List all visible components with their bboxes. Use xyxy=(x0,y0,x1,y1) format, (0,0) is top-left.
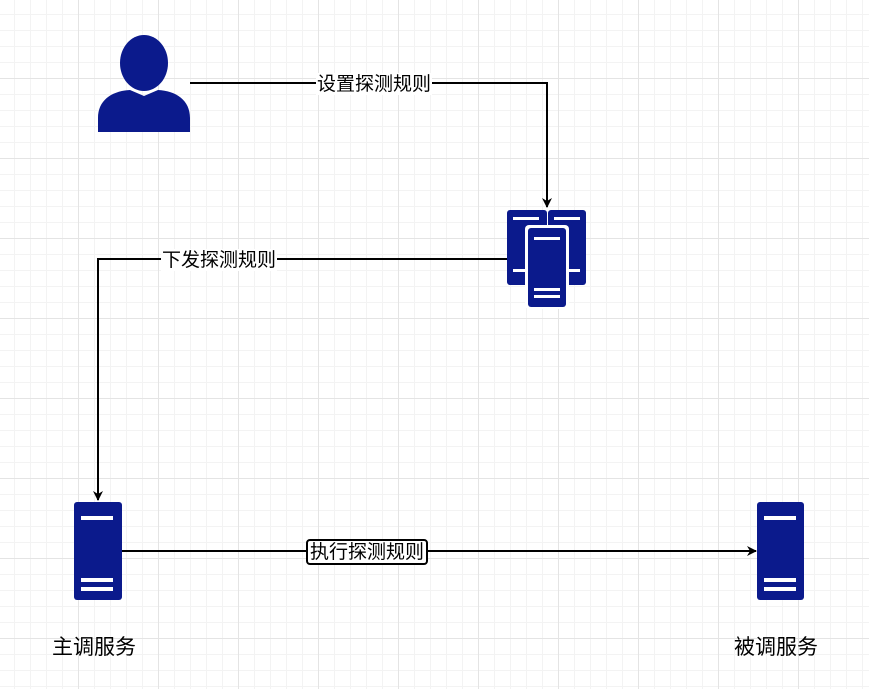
user-icon xyxy=(98,35,190,132)
edge-set-rules xyxy=(190,82,552,208)
edge-label-set-rules: 设置探测规则 xyxy=(316,73,433,95)
server-cluster-icon xyxy=(507,210,586,309)
caller-service-label: 主调服务 xyxy=(52,635,136,659)
edge-dispatch-rules xyxy=(93,258,507,501)
edge-label-dispatch-rules: 下发探测规则 xyxy=(161,249,278,271)
edge-label-execute-rules: 执行探测规则 xyxy=(306,539,429,565)
callee-service-label: 被调服务 xyxy=(734,635,818,659)
caller-service-server-icon xyxy=(74,502,122,600)
callee-service-server-icon xyxy=(757,502,804,600)
